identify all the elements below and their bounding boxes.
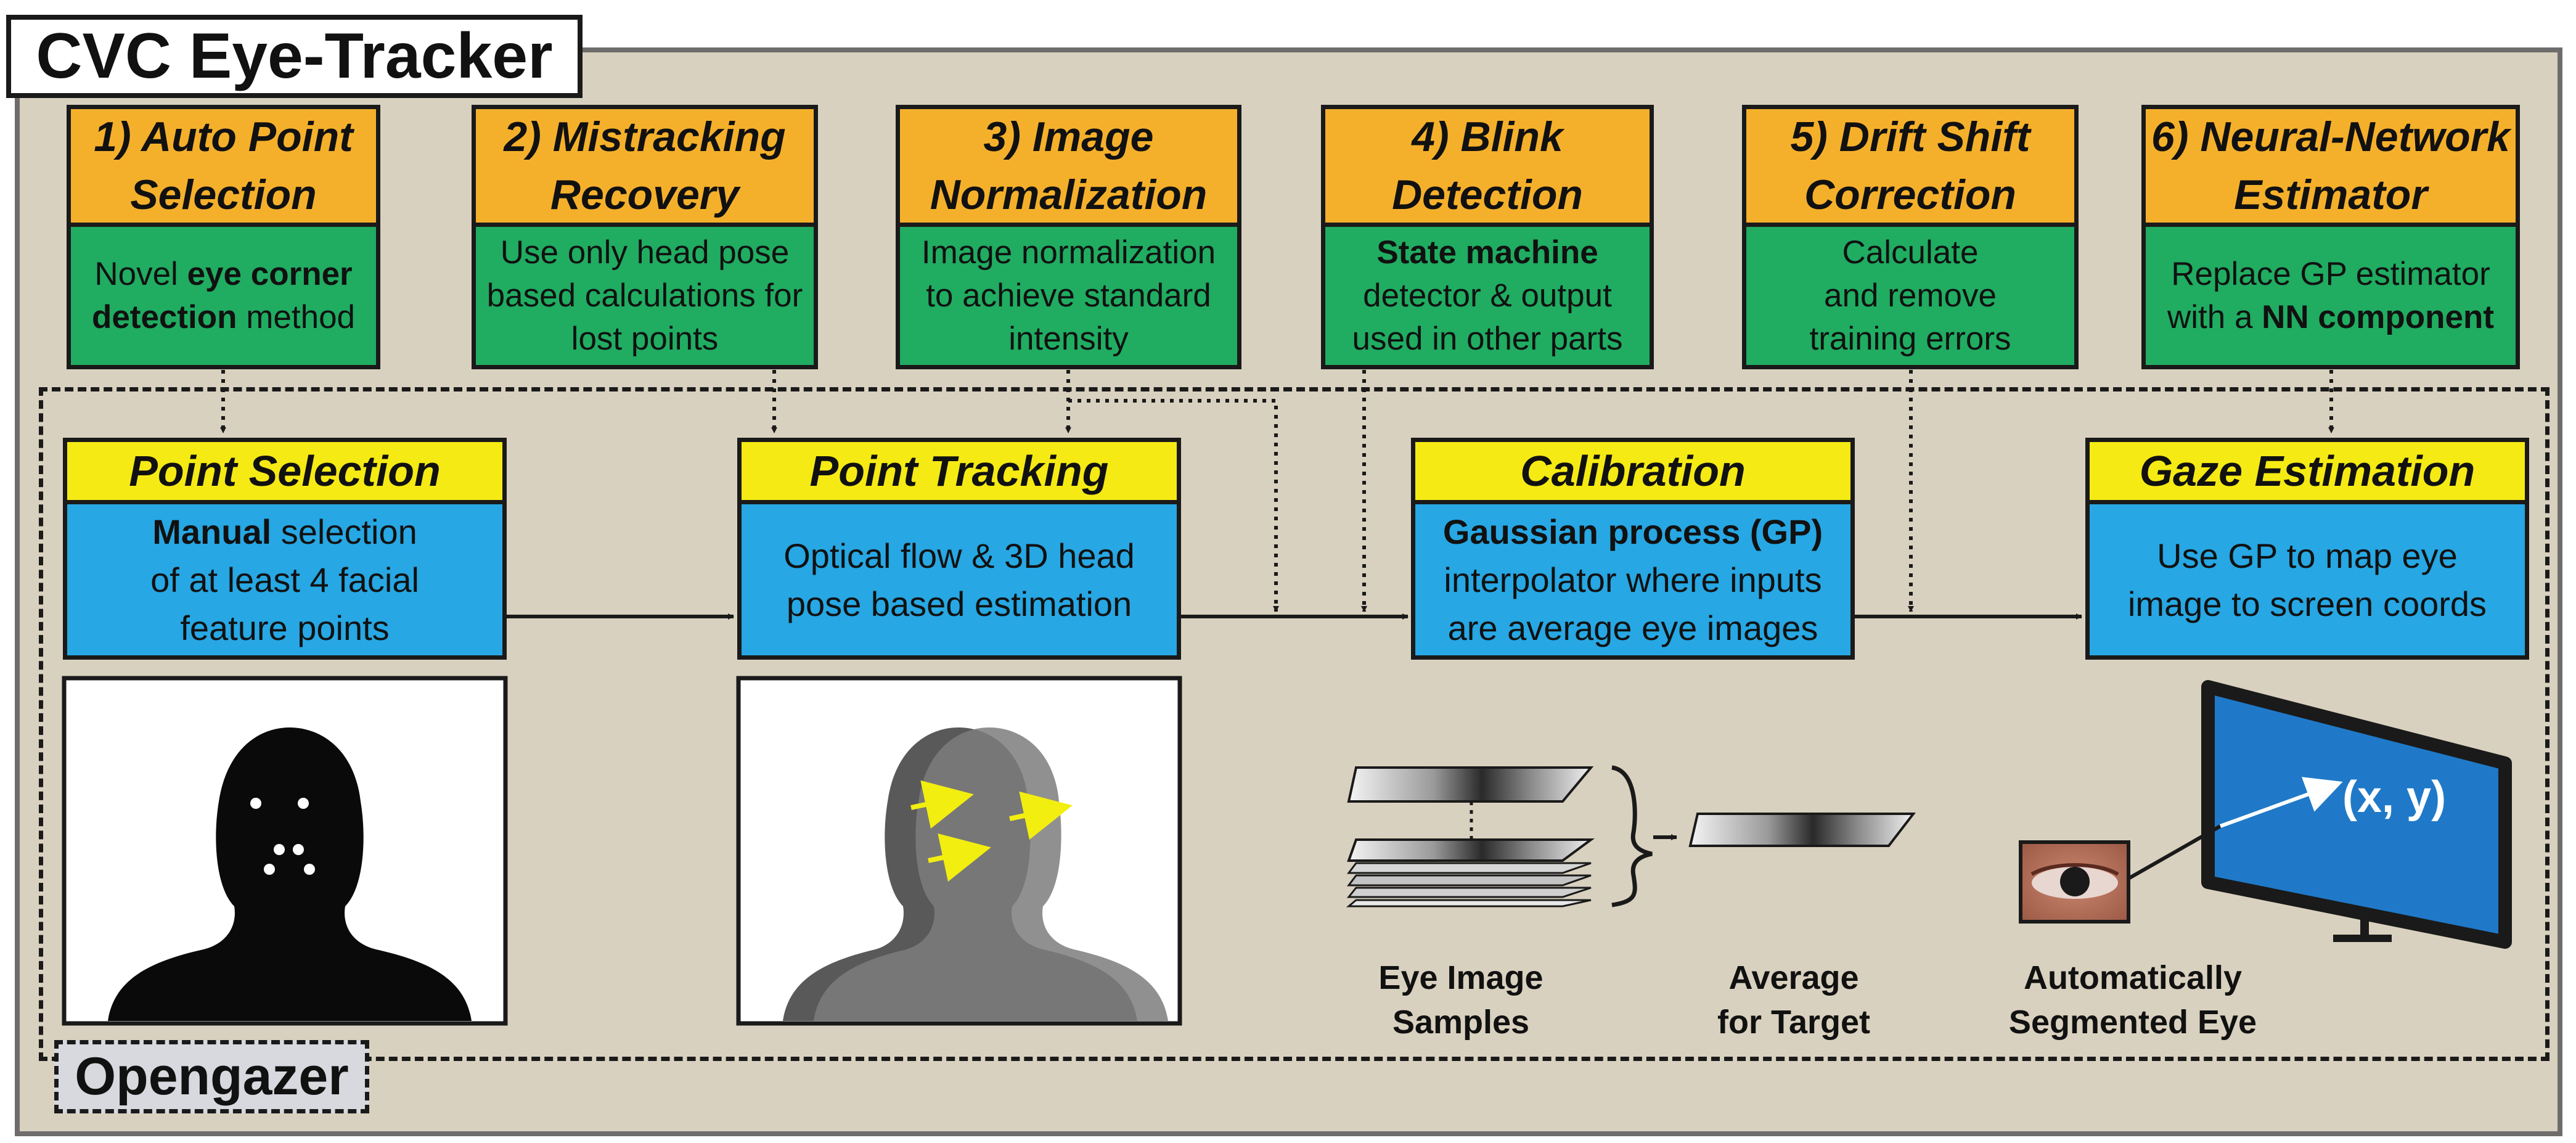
gaze-screen-illustration — [2019, 680, 2512, 949]
stage-calibration-desc: Gaussian process (GP)interpolator where … — [1411, 504, 1855, 660]
motion-arrow-2 — [1009, 791, 1073, 840]
screen-icon — [2201, 680, 2512, 949]
motion-arrow-3 — [928, 833, 991, 882]
eye-samples-illustration — [1346, 765, 1916, 907]
stage-calibration-title: Calibration — [1411, 438, 1855, 504]
opengazer-region — [39, 387, 2549, 1061]
connector-3b — [1068, 399, 1279, 612]
average-eye-image — [1688, 813, 1916, 847]
stage-gaze-estimation-title: Gaze Estimation — [2085, 438, 2529, 504]
face-silhouette-panel — [62, 676, 508, 1026]
head-tracking-panel — [736, 676, 1182, 1026]
motion-arrow-1 — [910, 780, 974, 829]
opengazer-label: Opengazer — [54, 1040, 369, 1113]
screen-coords-label: (x, y) — [2342, 772, 2447, 822]
dotted-connectors — [220, 370, 2334, 612]
diagram-title: CVC Eye-Tracker — [6, 15, 583, 98]
stage-point-selection-title: Point Selection — [63, 438, 507, 504]
stage-point-tracking-title: Point Tracking — [737, 438, 1181, 504]
head-silhouette — [108, 727, 472, 1021]
